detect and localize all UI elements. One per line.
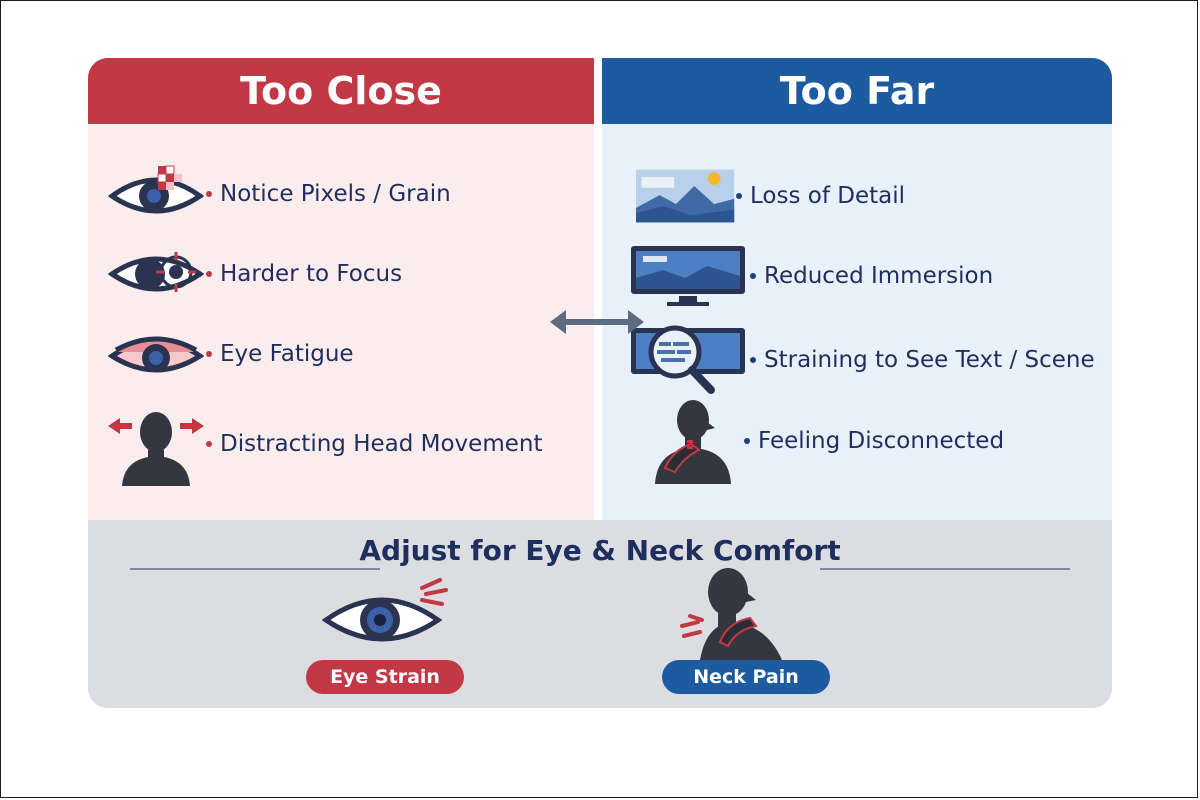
too-close-panel: Too Close Notice Pixels / Grain [88, 58, 594, 520]
list-item: Eye Fatigue [106, 322, 354, 386]
tired-eye-icon [106, 322, 206, 386]
head-movement-icon [106, 402, 206, 486]
comfort-section: Adjust for Eye & Neck Comfort Eye Strain [88, 520, 1112, 708]
bullet [206, 441, 212, 447]
item-label: Distracting Head Movement [220, 431, 543, 457]
neck-pain-badge: Neck Pain [662, 660, 830, 694]
too-far-header: Too Far [602, 58, 1112, 124]
item-label: Reduced Immersion [764, 263, 994, 289]
blurry-landscape-icon [636, 164, 736, 228]
pixelated-eye-icon [106, 162, 206, 226]
eye-target-icon [106, 242, 206, 306]
neck-hold-icon [632, 398, 744, 484]
comparison-card: Too Close Notice Pixels / Grain [88, 58, 1112, 708]
neck-pain-icon [670, 564, 790, 664]
item-label: Feeling Disconnected [758, 428, 1005, 454]
eye-strain-badge: Eye Strain [306, 660, 464, 694]
list-item: Harder to Focus [106, 242, 402, 306]
item-label: Notice Pixels / Grain [220, 181, 451, 207]
item-label: Harder to Focus [220, 261, 403, 287]
bullet [744, 438, 750, 444]
bullet [736, 193, 742, 199]
list-item: Reduced Immersion [628, 244, 993, 308]
bullet [750, 273, 756, 279]
list-item: Distracting Head Movement [106, 402, 542, 486]
magnifier-icon [628, 324, 750, 396]
bullet [206, 271, 212, 277]
double-arrow-icon [548, 306, 646, 342]
list-item: Straining to See Text / Scene [628, 324, 1095, 396]
bullet [206, 191, 212, 197]
strained-eye-icon [321, 574, 450, 658]
too-close-header: Too Close [88, 58, 594, 124]
monitor-icon [628, 244, 750, 308]
bullet [206, 351, 212, 357]
panel-divider [594, 58, 602, 520]
item-label: Straining to See Text / Scene [764, 347, 1095, 373]
divider-line-left [130, 568, 380, 570]
divider-line-right [820, 568, 1070, 570]
list-item: Loss of Detail [636, 164, 905, 228]
list-item: Notice Pixels / Grain [106, 162, 451, 226]
too-far-panel: Too Far Loss of Detail [602, 58, 1112, 520]
item-label: Loss of Detail [750, 183, 905, 209]
comfort-title: Adjust for Eye & Neck Comfort [359, 534, 841, 567]
list-item: Feeling Disconnected [632, 398, 1004, 484]
bullet [750, 357, 756, 363]
item-label: Eye Fatigue [220, 341, 354, 367]
